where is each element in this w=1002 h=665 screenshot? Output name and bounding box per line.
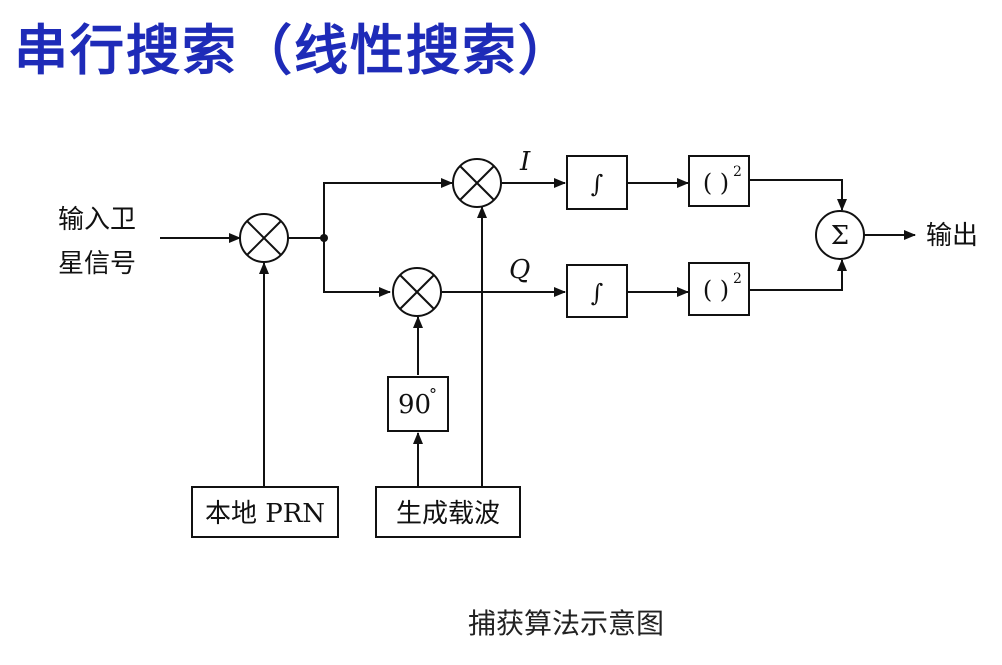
square-i-base: ( ) — [703, 169, 729, 197]
carrier-gen-box — [375, 486, 521, 538]
junction-dot — [320, 234, 328, 242]
square-q-exp: 2 — [733, 271, 742, 287]
square-i-exp: 2 — [733, 164, 742, 180]
square-i-box — [688, 155, 750, 207]
phase-shift-unit: ° — [429, 385, 437, 404]
integrator-q-symbol: ∫ — [591, 279, 604, 307]
phase-shift-box — [387, 376, 449, 432]
phase-shift-value: 90 — [398, 390, 431, 420]
page-title: 串行搜索（线性搜索） — [14, 19, 574, 82]
square-q-base: ( ) — [703, 276, 729, 304]
branch-i-label: I — [519, 147, 531, 177]
output-label: 输出 — [926, 221, 978, 251]
square-q-box — [688, 262, 750, 316]
integrator-i-symbol: ∫ — [591, 170, 604, 198]
integrator-i-box — [566, 155, 628, 210]
junction-to-q-mixer — [323, 238, 391, 297]
sum-symbol: Σ — [831, 221, 849, 251]
input-label-line2: 星信号 — [58, 249, 136, 279]
input-label-line1: 输入卫 — [58, 205, 136, 235]
local-prn-box — [191, 486, 339, 538]
junction-to-i-mixer — [323, 178, 453, 238]
i-square-to-sum — [749, 179, 847, 211]
carrier-gen-label: 生成载波 — [396, 499, 500, 529]
branch-q-label: Q — [509, 255, 530, 285]
mixer-q — [392, 267, 442, 317]
figure-caption: 捕获算法示意图 — [468, 607, 665, 640]
integrator-q-box — [566, 264, 628, 318]
mixer-input — [239, 213, 289, 263]
mixer-i — [452, 158, 502, 208]
sum-node — [815, 210, 865, 260]
local-prn-label: 本地 PRN — [205, 499, 325, 529]
q-square-to-sum — [749, 259, 847, 291]
